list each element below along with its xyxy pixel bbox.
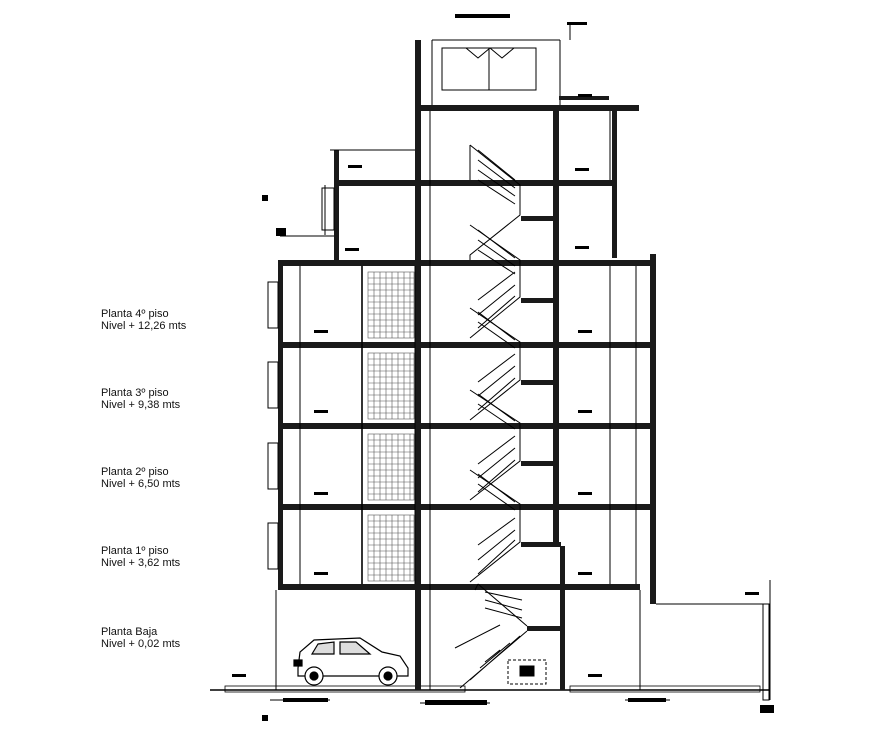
level-elevation: Nivel + 0,02 mts <box>101 638 181 650</box>
partitions <box>299 111 637 690</box>
floor-slabs <box>278 180 656 631</box>
stair-core <box>415 14 639 690</box>
level-elevation: Nivel + 9,38 mts <box>101 399 181 411</box>
level-markers <box>232 94 759 721</box>
facade-walls <box>267 108 774 713</box>
level-elevation: Nivel + 6,50 mts <box>101 478 181 490</box>
ground <box>210 685 770 705</box>
level-elevation: Nivel + 12,26 mts <box>101 320 187 332</box>
level-label-3: Planta 3º piso Nivel + 9,38 mts <box>101 387 180 411</box>
level-name: Planta 3º piso <box>101 387 169 399</box>
level-label-2: Planta 2º piso Nivel + 6,50 mts <box>101 466 180 490</box>
level-label-4: Planta 4º piso Nivel + 12,26 mts <box>101 308 186 332</box>
level-name: Planta 2º piso <box>101 466 169 478</box>
level-elevation: Nivel + 3,62 mts <box>101 557 181 569</box>
level-label-1: Planta 1º piso Nivel + 3,62 mts <box>101 545 180 569</box>
level-name: Planta 4º piso <box>101 308 169 320</box>
stair-flights <box>454 144 547 689</box>
car-icon <box>293 637 409 686</box>
level-name: Planta 1º piso <box>101 545 169 557</box>
level-label-ground: Planta Baja Nivel + 0,02 mts <box>101 626 180 650</box>
light-well <box>367 271 415 582</box>
level-name: Planta Baja <box>101 626 158 638</box>
